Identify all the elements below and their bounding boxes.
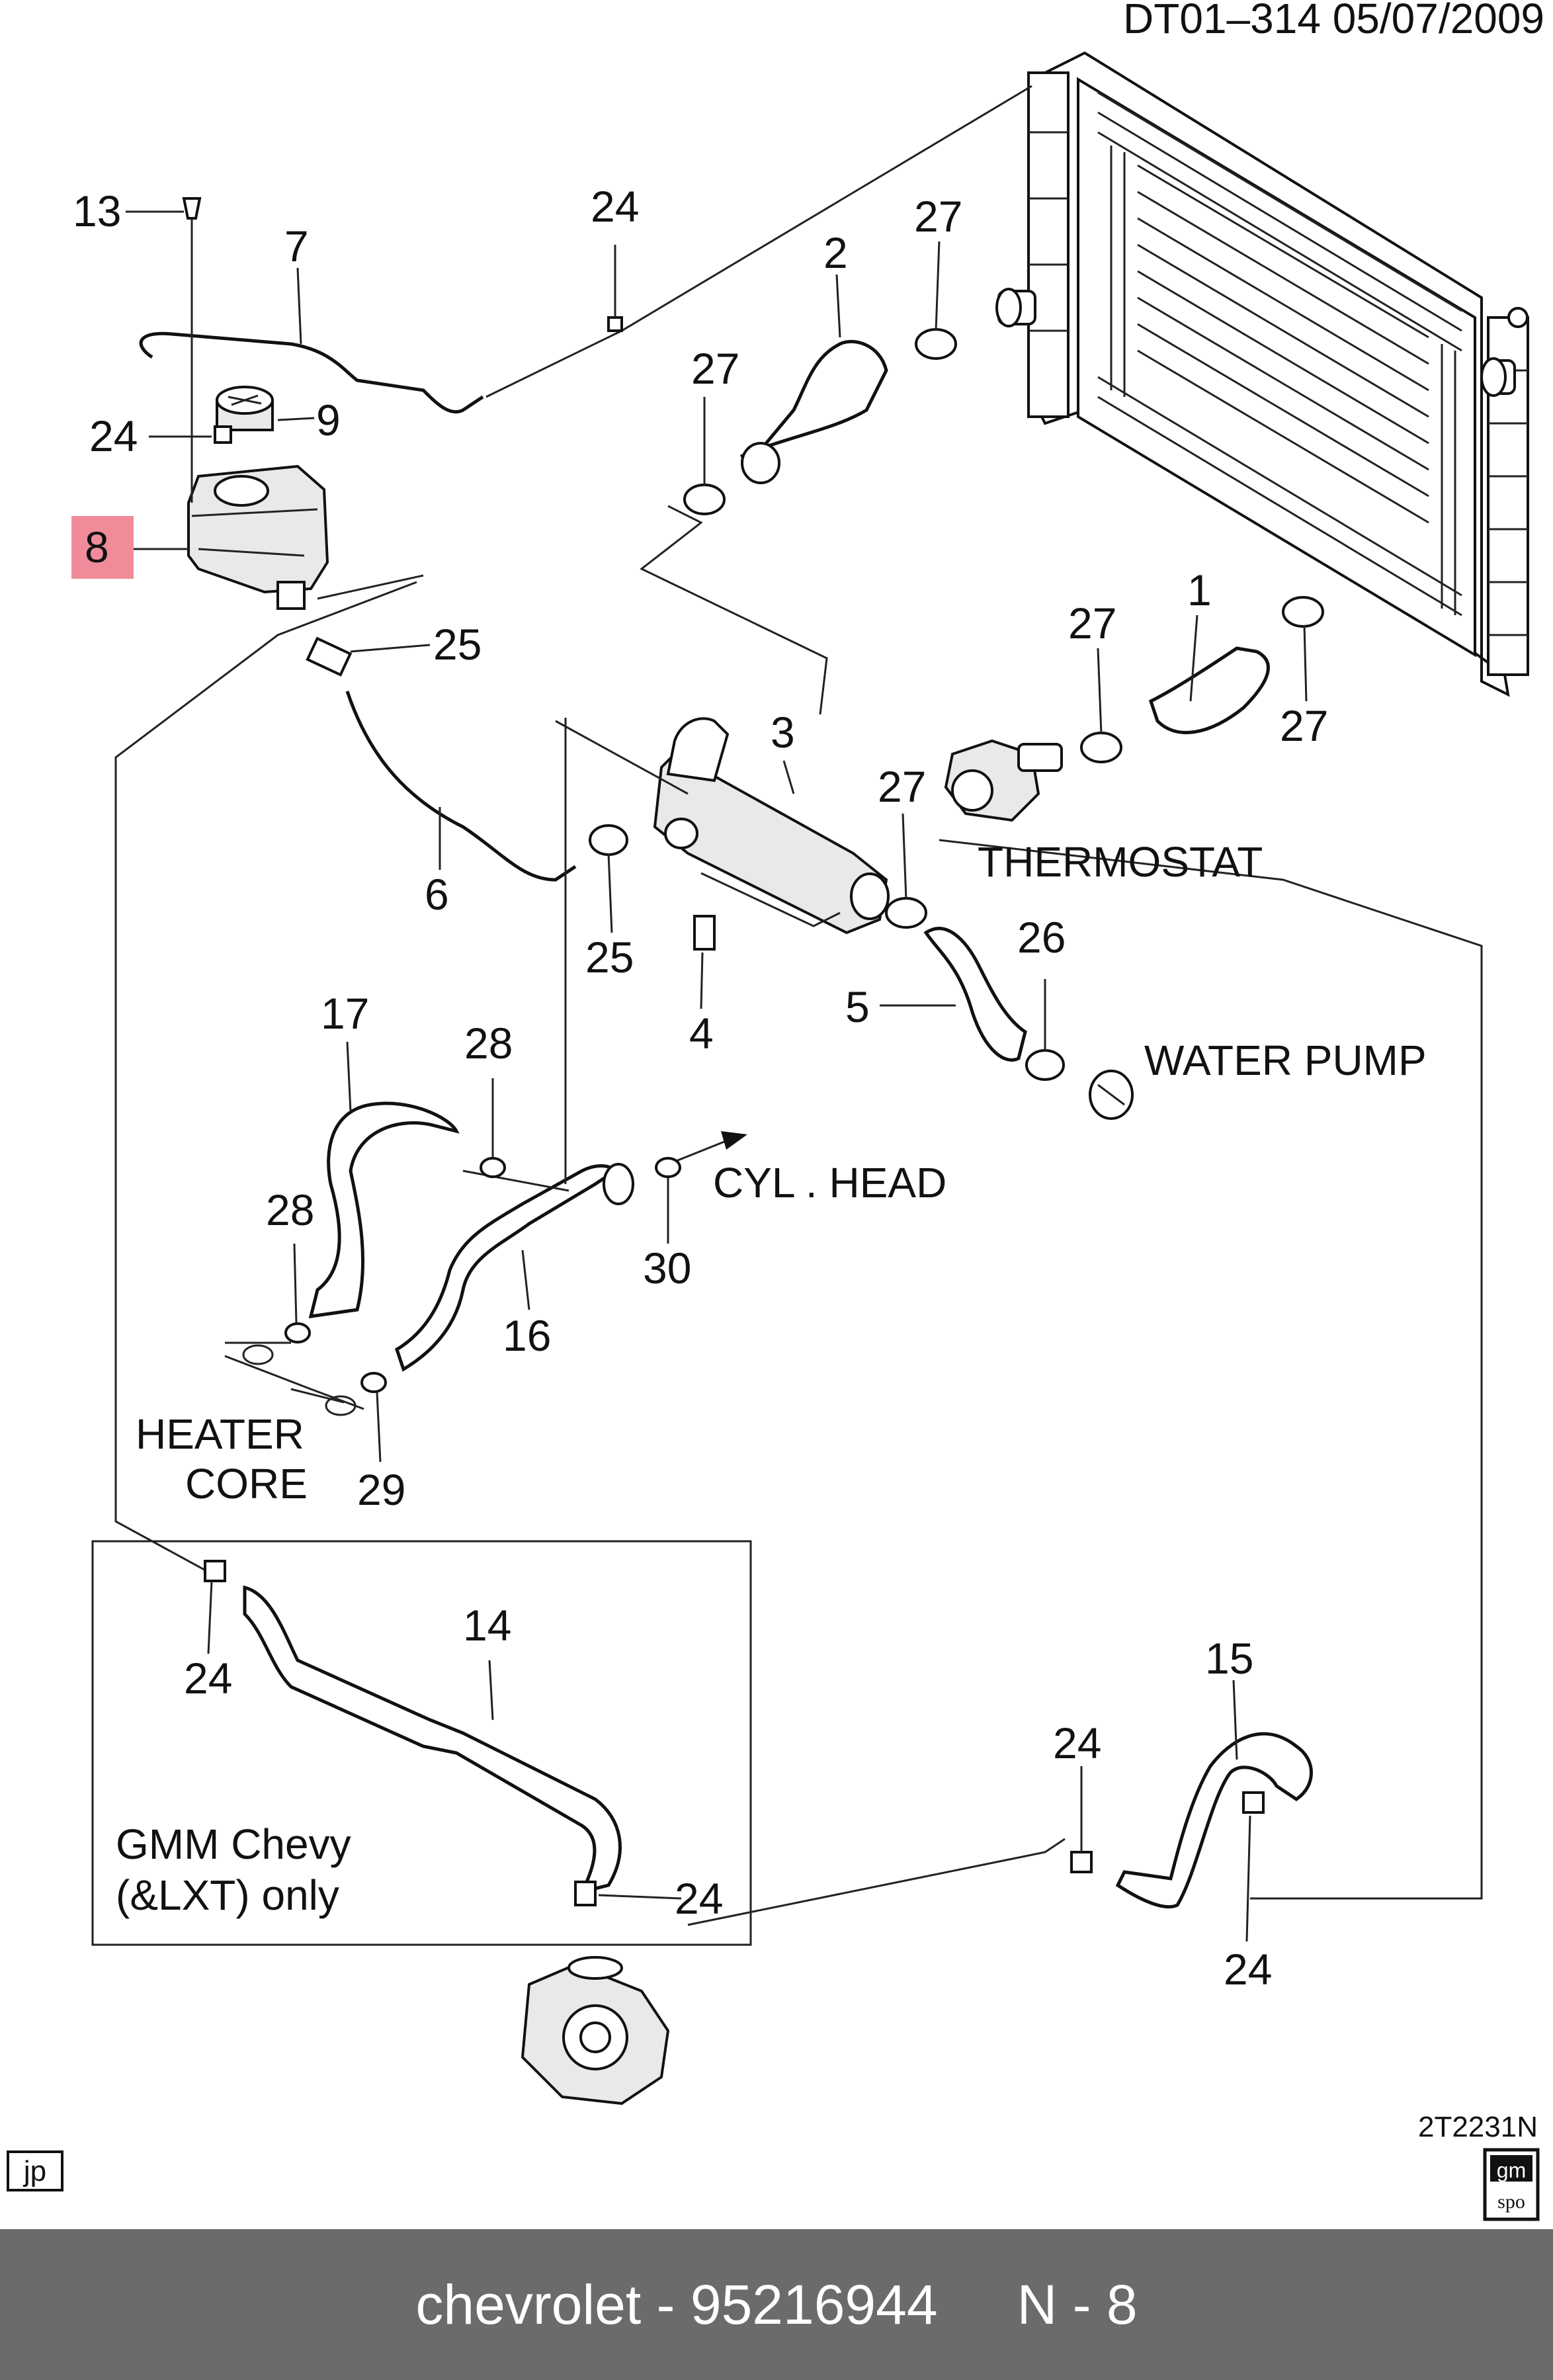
callout-14: 14: [463, 1601, 511, 1650]
parts-diagram: DT01–314 05/07/2009: [7, 0, 1544, 2221]
callout-17: 17: [321, 989, 369, 1038]
callout-16: 16: [503, 1311, 551, 1360]
hose-15: [1115, 1732, 1313, 1909]
label-gmm-1: GMM Chevy: [116, 1820, 351, 1868]
callout-30: 30: [643, 1244, 691, 1293]
callout-7: 7: [284, 222, 309, 271]
callout-5: 5: [845, 982, 870, 1031]
hose-6: [345, 691, 577, 882]
hose-clamps: [204, 316, 1324, 1873]
arrow-icon: [721, 1131, 747, 1150]
footer-part-number: chevrolet - 95216944: [415, 2273, 938, 2336]
footer-bar: chevrolet - 95216944 N - 8: [0, 2229, 1553, 2380]
callout-29: 29: [357, 1465, 405, 1514]
callout-27a: 27: [914, 192, 962, 241]
callout-27c: 27: [1068, 599, 1116, 648]
thermostat-housing: [944, 739, 1063, 822]
jp-badge-text: jp: [22, 2155, 46, 2188]
callout-25a: 25: [433, 620, 482, 669]
callout-24e: 24: [1053, 1719, 1101, 1767]
highlight-box: [71, 516, 134, 579]
hose-1: [1148, 646, 1270, 734]
callout-9: 9: [316, 396, 341, 445]
callout-3: 3: [771, 708, 795, 757]
radiator: [995, 51, 1529, 697]
hose-2: [740, 339, 888, 458]
callout-27e: 27: [878, 762, 926, 811]
label-water-pump: WATER PUMP: [1144, 1037, 1427, 1084]
jp-badge: [7, 2150, 63, 2191]
hose-16: [394, 1164, 618, 1372]
hose-14: [243, 1585, 622, 1894]
callout-24f: 24: [1224, 1945, 1272, 1994]
coolant-reservoir: [182, 197, 329, 610]
callout-24a: 24: [591, 182, 639, 231]
callout-15: 15: [1205, 1634, 1253, 1683]
callout-27d: 27: [1280, 701, 1328, 750]
callout-24b: 24: [89, 411, 138, 460]
callout-27b: 27: [691, 344, 739, 393]
overflow-hose: [139, 85, 1032, 414]
label-cyl-head: CYL . HEAD: [713, 1159, 946, 1207]
hose-5: [923, 927, 1027, 1062]
footer-reference: N - 8: [1017, 2273, 1138, 2336]
label-heater-core-2: CORE: [185, 1460, 308, 1508]
label-gmm-2: (&LXT) only: [116, 1871, 339, 1919]
document-code: DT01–314 05/07/2009: [1123, 0, 1544, 42]
callout-4: 4: [689, 1009, 714, 1058]
hose-17: [308, 1101, 460, 1319]
callout-2: 2: [823, 228, 848, 277]
callout-6: 6: [425, 870, 449, 919]
water-outlet-pipe: [555, 717, 890, 951]
callout-13: 13: [73, 187, 121, 235]
water-pump: [521, 1956, 670, 2105]
callout-25b: 25: [585, 933, 634, 982]
callout-28b: 28: [266, 1185, 314, 1234]
callout-1: 1: [1187, 566, 1212, 615]
gm-logo-top: gm: [1497, 2158, 1526, 2182]
label-heater-core-1: HEATER: [136, 1410, 304, 1458]
label-thermostat: THERMOSTAT: [978, 838, 1263, 886]
callout-26: 26: [1017, 913, 1066, 962]
callout-28a: 28: [464, 1019, 513, 1068]
gmm-variant-box: [91, 1540, 752, 1946]
pressure-cap: [216, 386, 274, 431]
corner-code: 2T2231N: [1418, 2111, 1538, 2143]
callout-24d: 24: [675, 1874, 723, 1923]
callout-24c: 24: [184, 1654, 232, 1703]
callout-8: 8: [85, 523, 109, 572]
gm-logo-bottom: spo: [1497, 2191, 1525, 2213]
